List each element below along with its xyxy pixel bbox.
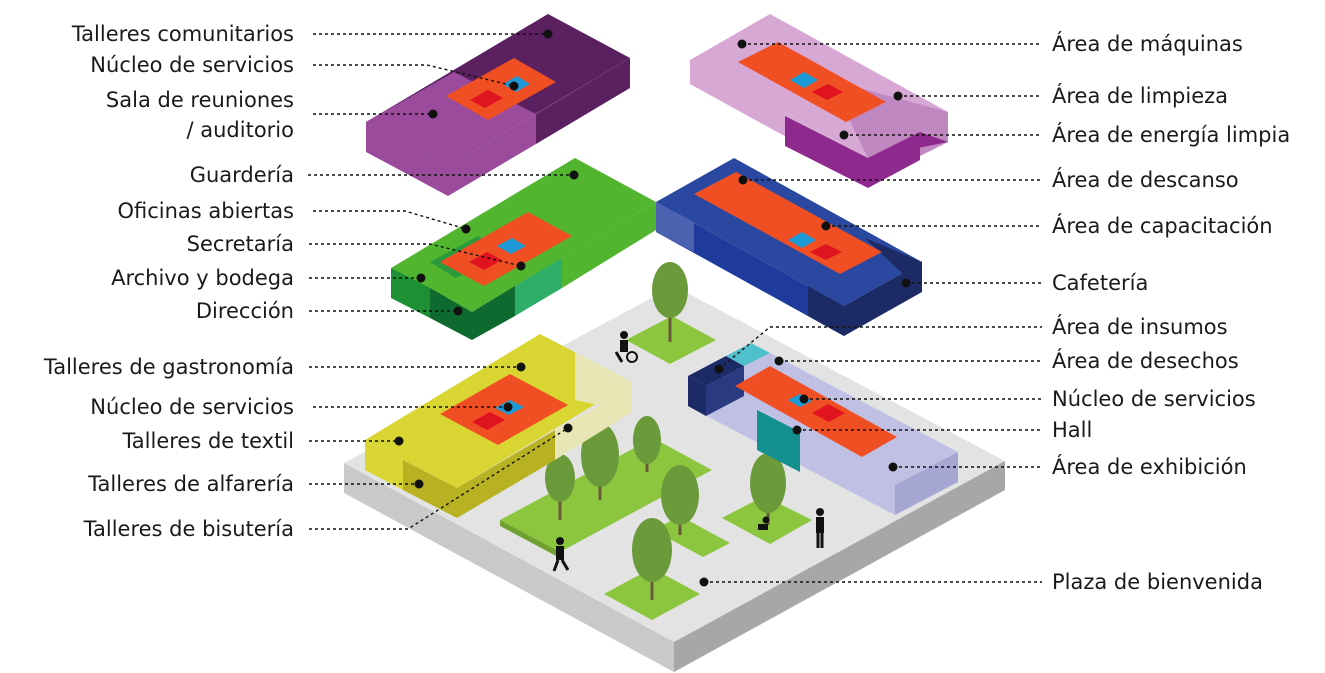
person-sitting-icon bbox=[758, 516, 770, 530]
building-exhibition bbox=[688, 343, 958, 515]
label-area-energia-limpia: Área de energía limpia bbox=[1052, 122, 1290, 147]
label-direccion: Dirección bbox=[196, 299, 294, 323]
label-area-insumos: Área de insumos bbox=[1052, 314, 1228, 339]
people bbox=[552, 331, 824, 572]
tree-icon bbox=[652, 262, 688, 342]
label-sala-reuniones: Sala de reuniones bbox=[106, 88, 294, 112]
label-cafeteria: Cafetería bbox=[1052, 271, 1148, 295]
label-area-capacitacion: Área de capacitación bbox=[1052, 213, 1273, 238]
label-guarderia: Guardería bbox=[190, 163, 294, 187]
building-training bbox=[656, 158, 922, 336]
label-area-maquinas: Área de máquinas bbox=[1052, 31, 1243, 56]
label-hall: Hall bbox=[1052, 418, 1092, 442]
building-workshops bbox=[365, 334, 632, 518]
trees bbox=[545, 262, 786, 600]
tree-icon bbox=[581, 423, 619, 500]
label-area-desechos: Área de desechos bbox=[1052, 348, 1239, 373]
label-nucleo-servicios-bottom: Núcleo de servicios bbox=[90, 395, 294, 419]
labels-left: Talleres comunitarios Núcleo de servicio… bbox=[43, 22, 294, 541]
tree-icon bbox=[633, 416, 661, 472]
building-machines bbox=[690, 14, 948, 188]
wheelchair-icon bbox=[614, 331, 638, 363]
base-side-left bbox=[344, 463, 674, 672]
labels-right: Área de máquinas Área de limpieza Área d… bbox=[1052, 31, 1290, 594]
person-walking-icon bbox=[552, 537, 570, 572]
label-nucleo-servicios-top: Núcleo de servicios bbox=[90, 53, 294, 77]
leader-lines bbox=[308, 29, 1042, 587]
tree-icon bbox=[545, 454, 575, 520]
tree-icon bbox=[632, 518, 672, 600]
label-nucleo-servicios-right: Núcleo de servicios bbox=[1052, 387, 1256, 411]
tree-icon bbox=[661, 465, 699, 535]
tree-icon bbox=[750, 453, 786, 525]
label-talleres-bisuteria: Talleres de bisutería bbox=[83, 517, 294, 541]
label-area-descanso: Área de descanso bbox=[1052, 167, 1239, 192]
person-standing-icon bbox=[816, 508, 824, 548]
label-archivo-bodega: Archivo y bodega bbox=[111, 266, 294, 290]
label-area-limpieza: Área de limpieza bbox=[1052, 83, 1228, 108]
label-talleres-alfareria: Talleres de alfarería bbox=[87, 472, 294, 496]
building-offices bbox=[391, 158, 656, 340]
label-talleres-textil: Talleres de textil bbox=[121, 429, 294, 453]
label-talleres-comunitarios: Talleres comunitarios bbox=[71, 22, 294, 46]
base-side-right bbox=[674, 461, 1005, 672]
label-talleres-gastronomia: Talleres de gastronomía bbox=[43, 355, 294, 379]
label-auditorio: / auditorio bbox=[187, 118, 295, 142]
label-secretaria: Secretaría bbox=[187, 232, 294, 256]
building-community bbox=[366, 14, 630, 196]
label-oficinas-abiertas: Oficinas abiertas bbox=[117, 199, 294, 223]
label-plaza-bienvenida: Plaza de bienvenida bbox=[1052, 570, 1263, 594]
label-area-exhibicion: Área de exhibición bbox=[1052, 454, 1247, 479]
